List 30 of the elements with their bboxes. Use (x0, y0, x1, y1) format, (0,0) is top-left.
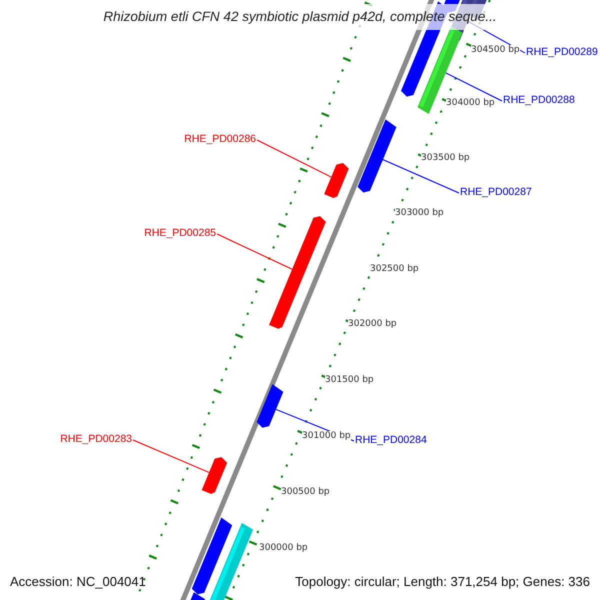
leader-line (445, 72, 502, 102)
tick-label: 301500 bp (325, 375, 374, 386)
leader-line (132, 440, 210, 473)
gene-block (269, 216, 326, 329)
gene-label: RHE_PD00283 (60, 432, 132, 446)
gene-block (208, 522, 254, 600)
gene-label: RHE_PD00287 (460, 185, 532, 199)
tick-label: 301000 bp (302, 431, 351, 442)
gene-label: RHE_PD00286 (184, 132, 256, 146)
tick-label: 300000 bp (259, 543, 308, 554)
tick-label: 302500 bp (370, 264, 419, 275)
gene-label: RHE_PD00284 (355, 433, 427, 447)
leader-line (382, 159, 460, 194)
summary-text: Topology: circular; Length: 371,254 bp; Genes: 336 (295, 574, 590, 589)
gene-label: RHE_PD00288 (503, 93, 575, 107)
gene-label: RHE_PD00289 (526, 45, 598, 59)
tick-label: 303500 bp (421, 153, 470, 164)
tick-label: 304500 bp (471, 45, 520, 56)
gene-block (324, 162, 349, 198)
tick-label: 303000 bp (395, 208, 444, 219)
tick-label: 300500 bp (281, 487, 330, 498)
gene-block (358, 119, 396, 192)
gene-block (202, 457, 228, 494)
leader-line (216, 234, 293, 270)
tick-label: 302000 bp (348, 319, 397, 330)
tick-label: 304000 bp (446, 98, 495, 109)
leader-line (256, 140, 332, 178)
accession-text: Accession: NC_004041 (10, 574, 146, 589)
gene-block (256, 384, 284, 428)
gene-label: RHE_PD00285 (144, 226, 216, 240)
